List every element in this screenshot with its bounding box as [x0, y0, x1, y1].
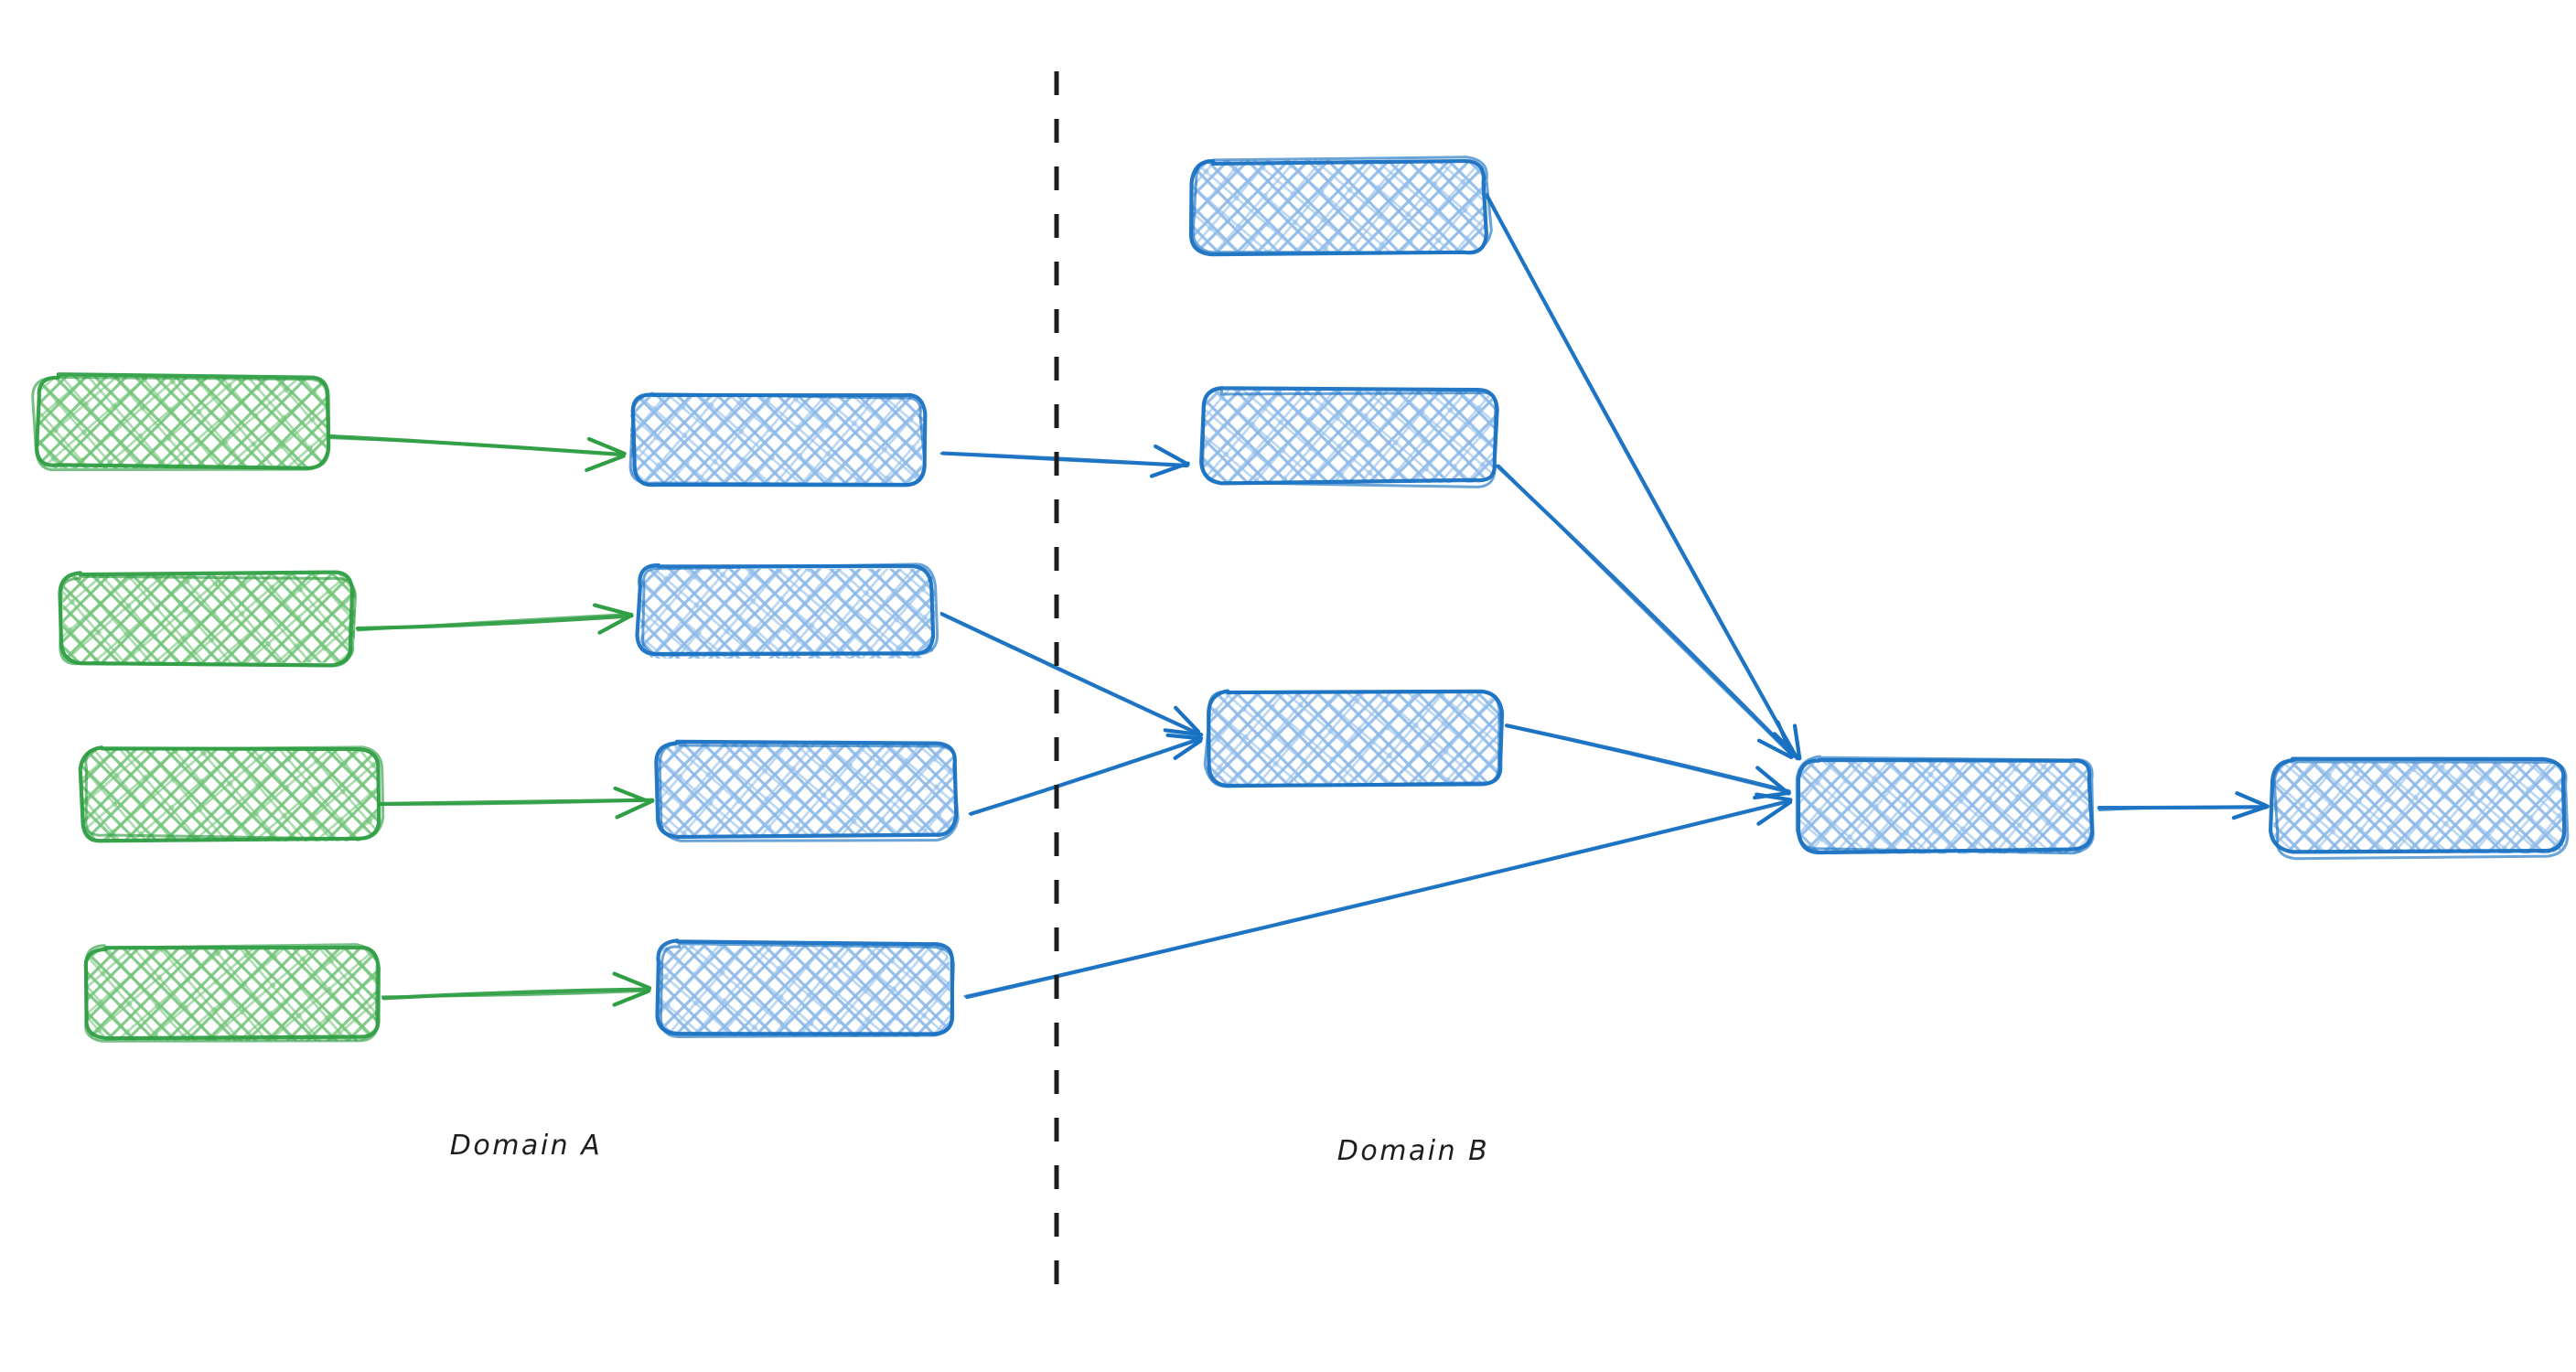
- node-b-out[interactable]: [2268, 756, 2570, 861]
- node-a-mid-3[interactable]: [654, 739, 960, 842]
- node-b-hub[interactable]: [1795, 755, 2095, 855]
- node-a-src-4[interactable]: [83, 943, 381, 1043]
- edge-a-src-1-to-a-mid-1[interactable]: [324, 434, 627, 473]
- node-a-src-3[interactable]: [78, 745, 385, 843]
- edge-b-mid-3-to-b-hub[interactable]: [1504, 724, 1791, 800]
- edge-a-src-3-to-a-mid-3[interactable]: [374, 786, 655, 820]
- node-a-mid-4[interactable]: [655, 938, 956, 1039]
- edge-a-src-4-to-a-mid-4[interactable]: [381, 971, 652, 1007]
- label-domain-b: Domain B: [1337, 1135, 1490, 1167]
- node-b-mid-3[interactable]: [1203, 689, 1505, 788]
- node-b-top-1[interactable]: [1188, 155, 1493, 257]
- node-a-mid-1[interactable]: [628, 391, 928, 488]
- label-domain-a: Domain A: [450, 1130, 602, 1162]
- edge-a-mid-2-to-b-mid-3[interactable]: [939, 611, 1204, 737]
- edge-a-src-2-to-a-mid-2[interactable]: [355, 603, 634, 635]
- domain-labels-layer: Domain A Domain B: [450, 1130, 1490, 1167]
- edges-layer: [324, 192, 2270, 1007]
- edge-b-hub-to-b-out[interactable]: [2097, 791, 2270, 820]
- node-a-src-1[interactable]: [31, 372, 331, 472]
- edge-b-top-1-to-b-hub[interactable]: [1484, 192, 1802, 761]
- node-b-top-2[interactable]: [1199, 386, 1499, 488]
- edge-a-mid-4-to-b-hub[interactable]: [963, 792, 1793, 1000]
- nodes-layer: [31, 155, 2570, 1043]
- node-a-src-2[interactable]: [58, 570, 358, 668]
- edge-a-mid-3-to-b-mid-3[interactable]: [968, 733, 1204, 816]
- node-a-mid-2[interactable]: [635, 563, 939, 659]
- edge-b-top-2-to-b-hub[interactable]: [1496, 464, 1796, 759]
- edge-a-mid-1-to-b-top-2[interactable]: [939, 444, 1190, 478]
